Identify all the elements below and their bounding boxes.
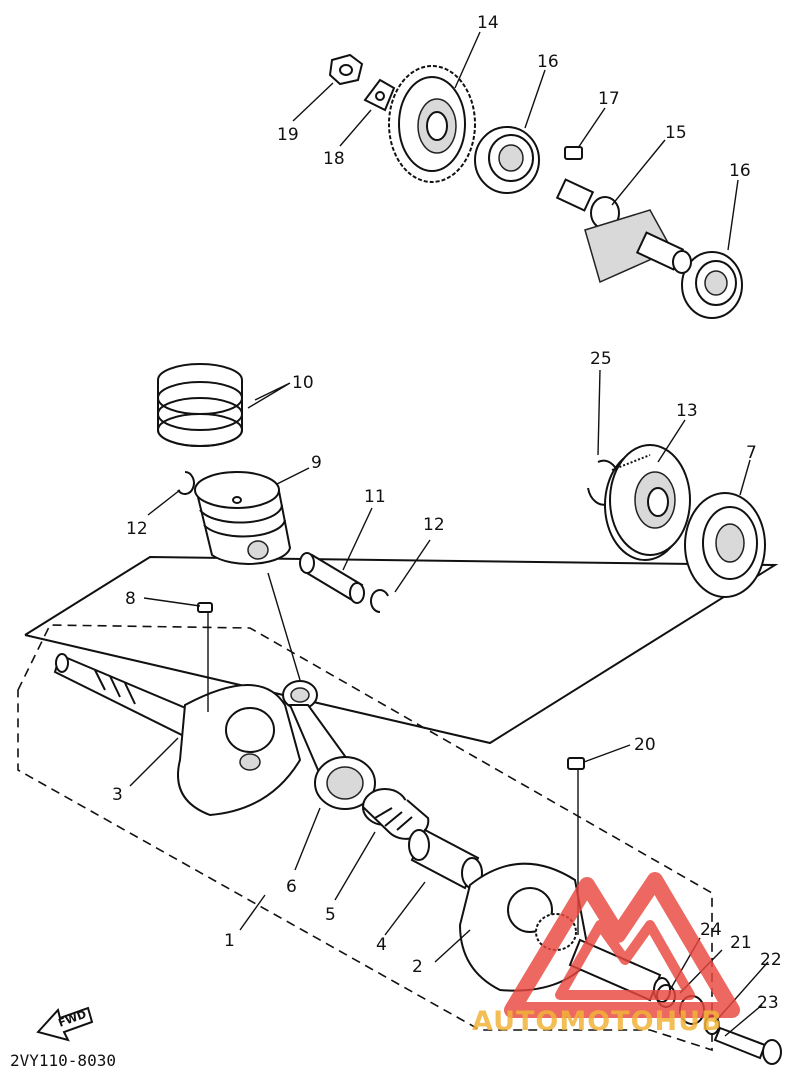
callout-20: 20 [634, 735, 656, 755]
bearing-lower [681, 251, 743, 319]
callout-22: 22 [760, 950, 782, 970]
connecting-rod-group-outline [24, 555, 779, 745]
nut [328, 53, 364, 86]
callout-1: 1 [224, 931, 235, 951]
figure-code: 2VY110-8030 [10, 1051, 116, 1070]
callout-19: 19 [277, 125, 299, 145]
callout-5: 5 [325, 905, 336, 925]
callout-2: 2 [412, 957, 423, 977]
callout-4: 4 [376, 935, 387, 955]
bolt-23 [713, 1026, 782, 1065]
forward-direction-arrow: FWD [36, 1006, 94, 1042]
crank-pin [408, 828, 483, 890]
piston-pin-clip-left [177, 471, 195, 495]
crankshaft-right-half [458, 862, 671, 1003]
callout-3: 3 [112, 785, 123, 805]
balancer-shaft [555, 178, 692, 284]
woodruff-key-20 [567, 757, 585, 770]
callout-6: 6 [286, 877, 297, 897]
piston-pin [299, 552, 365, 604]
callout-16-lower: 16 [729, 161, 751, 181]
callout-16-upper: 16 [537, 52, 559, 72]
callout-25: 25 [590, 349, 612, 369]
callout-11: 11 [364, 487, 386, 507]
callout-12-left: 12 [126, 519, 148, 539]
crankshaft-left-half [53, 653, 302, 817]
woodruff-key-8 [197, 602, 213, 613]
piston-ring-set [157, 363, 243, 447]
watermark-logo [504, 872, 740, 1018]
watermark-text: AUTOMOTOHUB [472, 1006, 723, 1037]
callout-23: 23 [757, 993, 779, 1013]
callout-10: 10 [292, 373, 314, 393]
callout-7: 7 [746, 443, 757, 463]
callout-9: 9 [311, 453, 322, 473]
callout-18: 18 [323, 149, 345, 169]
lock-washer [363, 78, 396, 112]
connecting-rod [282, 680, 376, 810]
bearing-upper [474, 126, 540, 194]
woodruff-key-17 [564, 146, 583, 160]
callout-15: 15 [665, 123, 687, 143]
piston-pin-clip-right [370, 589, 389, 613]
callout-21: 21 [730, 933, 752, 953]
needle-bearing [362, 788, 430, 840]
piston [194, 471, 292, 565]
callout-12-right: 12 [423, 515, 445, 535]
primary-drive-gear [604, 444, 691, 561]
crankshaft-assembly-outline [17, 624, 713, 1052]
oil-pump-drive-gear [388, 65, 476, 183]
callout-13: 13 [676, 401, 698, 421]
bearing-7 [684, 492, 766, 598]
callout-24: 24 [700, 920, 722, 940]
callout-14: 14 [477, 13, 499, 33]
callout-8: 8 [125, 589, 136, 609]
callout-labels: 1 2 3 4 5 6 7 8 9 10 11 12 12 13 14 15 1… [112, 13, 782, 1013]
callout-17: 17 [598, 89, 620, 109]
